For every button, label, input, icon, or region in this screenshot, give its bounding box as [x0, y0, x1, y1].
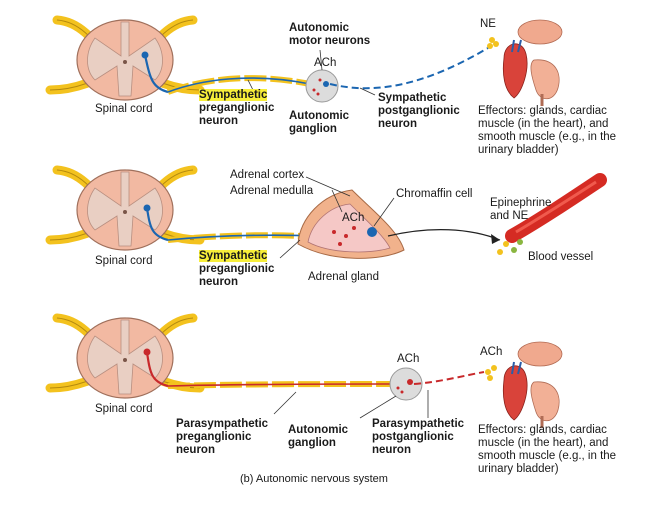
adrenal-gland-label: Adrenal gland — [308, 271, 379, 283]
sympathetic-highlight-2: Sympathetic — [199, 250, 268, 262]
autonomic-motor-neurons-label: Autonomic motor neurons — [289, 22, 371, 47]
sympathetic-highlight-1: Sympathetic — [199, 89, 268, 101]
ach-label-2: ACh — [342, 212, 365, 224]
adrenal-cortex-label: Adrenal cortex — [230, 169, 305, 181]
blood-vessel-label: Blood vessel — [528, 251, 594, 263]
preganglionic-neuron-text-1: preganglionic neuron — [199, 102, 275, 127]
spinal-cord-label-2: Spinal cord — [95, 255, 153, 267]
effectors-label-1: Effectors: glands, cardiac muscle (in th… — [478, 105, 617, 156]
chromaffin-cell-label: Chromaffin cell — [396, 188, 473, 200]
effectors-label-2: Effectors: glands, cardiac muscle (in th… — [478, 424, 617, 475]
figure-caption: (b) Autonomic nervous system — [240, 473, 388, 485]
ach-label-3: ACh — [397, 353, 420, 365]
ne-label: NE — [480, 18, 496, 30]
parasympathetic-postganglionic-label: Parasympathetic postganglionic neuron — [372, 418, 465, 456]
effector-organs-2 — [501, 340, 564, 430]
parasympathetic-preganglionic-label: Parasympathetic preganglionic neuron — [176, 418, 269, 456]
adrenal-medulla-label: Adrenal medulla — [230, 185, 314, 197]
sympathetic-postganglionic-label: Sympathetic postganglionic neuron — [378, 92, 460, 130]
epinephrine-ne-label: Epinephrine and NE — [490, 197, 552, 222]
autonomic-ganglion-label-1: Autonomic ganglion — [289, 110, 350, 135]
spinal-cord-label-3: Spinal cord — [95, 403, 153, 415]
preganglionic-neuron-text-2: preganglionic neuron — [199, 263, 275, 288]
ach-label-4: ACh — [480, 346, 503, 358]
effector-organs-1 — [501, 18, 564, 108]
spinal-cord-label-1: Spinal cord — [95, 103, 153, 115]
ach-label-1: ACh — [314, 57, 337, 69]
autonomic-ganglion-label-2: Autonomic ganglion — [288, 424, 349, 449]
